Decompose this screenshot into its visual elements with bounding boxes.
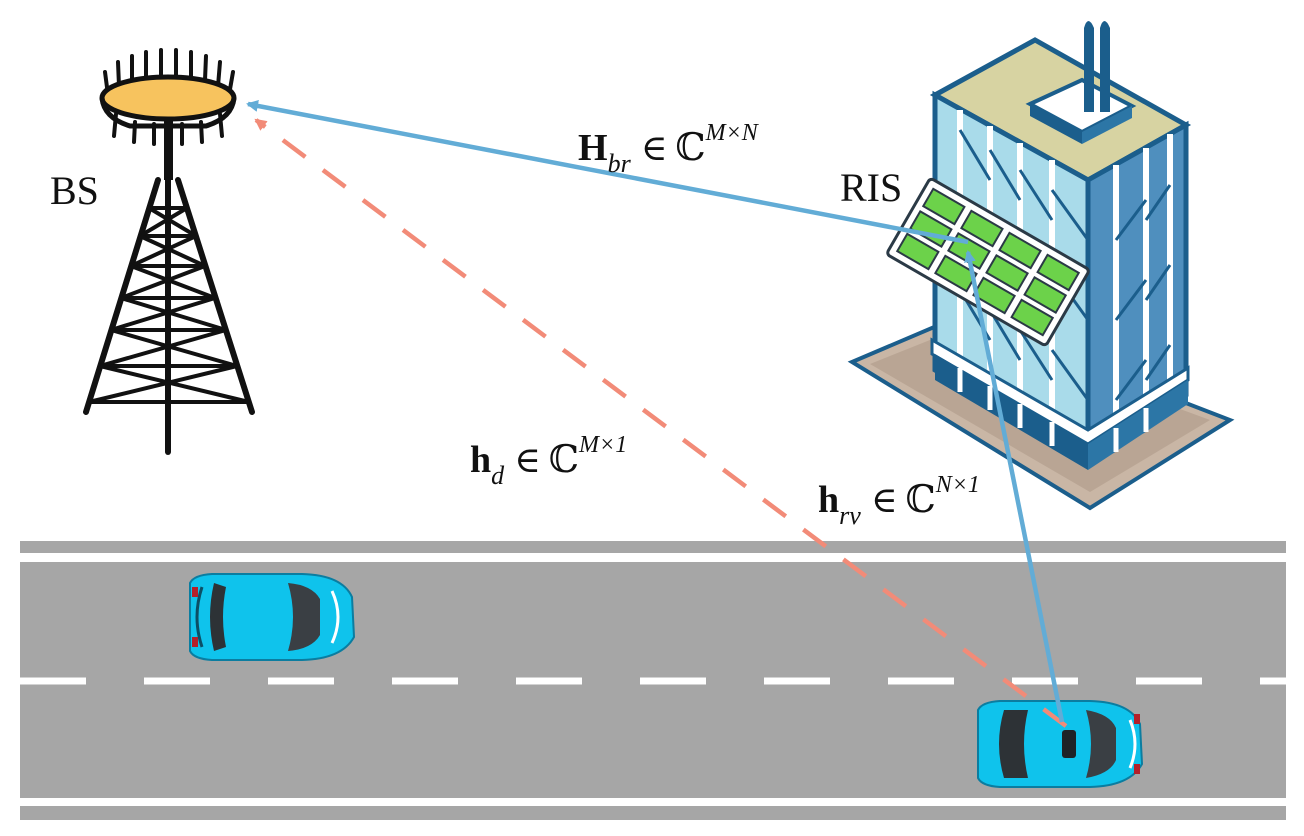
h-d-label: hd∈ℂM×1 [470, 432, 627, 490]
ris-label: RIS [840, 165, 902, 210]
h-rv-label: hrv∈ℂN×1 [818, 472, 980, 530]
h-br-link-arrow [246, 99, 969, 245]
reflecting-surface-panel-icon [886, 177, 1090, 347]
cell-tower-icon [83, 48, 255, 455]
car-icon [189, 573, 356, 661]
h-br-label: Hbr∈ℂM×N [578, 120, 760, 178]
road-top-edge [20, 541, 1286, 553]
bs-label: BS [50, 168, 99, 213]
road-bottom-edge [20, 806, 1286, 820]
h-d-link-arrow [254, 118, 1068, 728]
vehicle-antenna [1062, 730, 1076, 758]
car-icon [977, 700, 1144, 788]
antenna-dish [99, 74, 237, 122]
h-rv-link-arrow [964, 250, 1065, 723]
